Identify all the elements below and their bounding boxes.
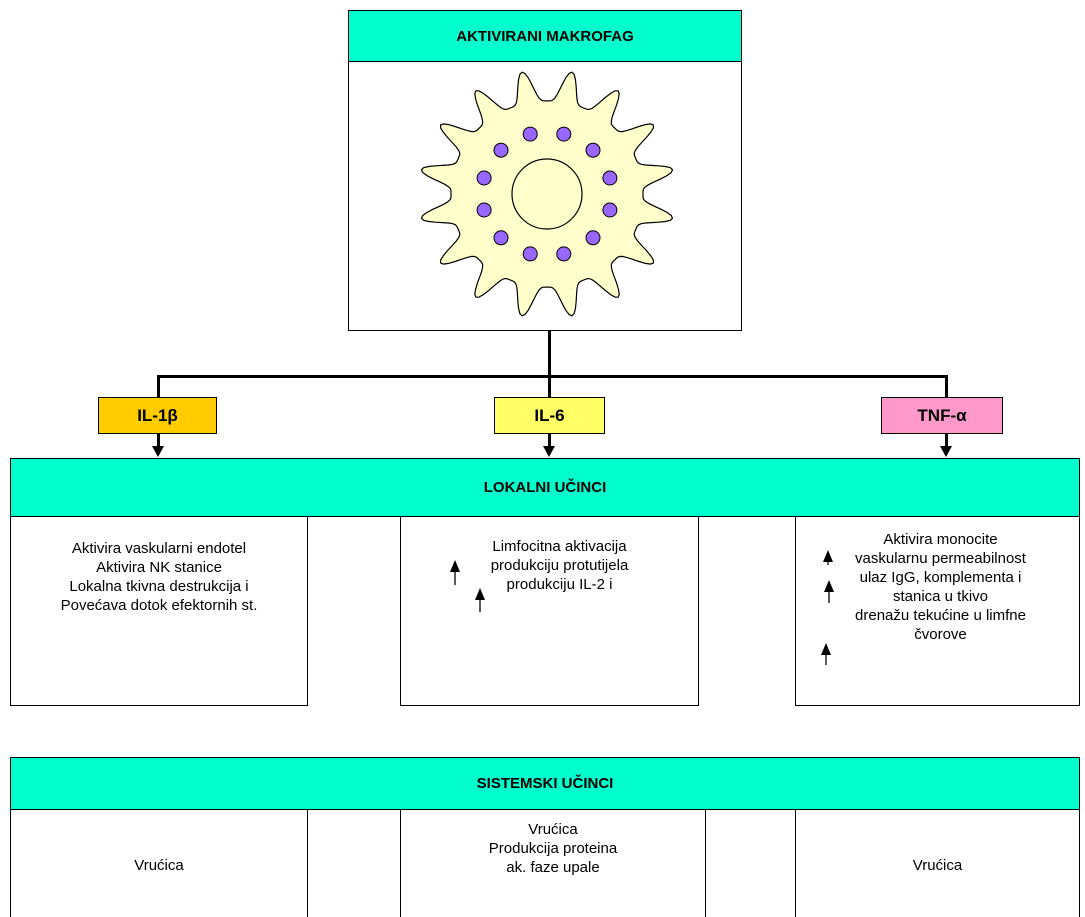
local-col2-line: Limfocitna aktivacija [492, 538, 627, 555]
macrophage-image-box [348, 61, 742, 331]
local-col1-box: Aktivira vaskularni endotel Aktivira NK … [10, 516, 308, 706]
arrow-shaft-1 [157, 434, 160, 448]
systemic-col2-box: Vrućica Produkcija proteina ak. faze upa… [400, 809, 706, 917]
granule-dot [493, 230, 509, 246]
granule-dot [522, 246, 538, 262]
local-col3-line: ulaz IgG, komplementa i [859, 569, 1022, 586]
systemic-col2-line: Vrućica [528, 821, 578, 838]
increase-arrow-icon [821, 643, 831, 665]
systemic-effects-header-text: SISTEMSKI UČINCI [476, 775, 614, 792]
macrophage-title-text: AKTIVIRANI MAKROFAG [456, 27, 634, 45]
arrow-down-2 [543, 446, 555, 457]
arrow-shaft-2 [548, 434, 551, 448]
increase-arrow-icon [823, 550, 833, 565]
connector-horizontal [157, 375, 948, 378]
cytokine-il6-label: IL-6 [534, 405, 565, 425]
arrow-down-1 [152, 446, 164, 457]
granule-dot [493, 142, 509, 158]
arrow-down-3 [940, 446, 952, 457]
connector-drop-2 [548, 375, 551, 399]
cytokine-tnf-tag: TNF-α [881, 397, 1003, 434]
connector-drop-1 [157, 375, 160, 399]
local-col1-line: Povećava dotok efektornih st. [60, 597, 258, 614]
local-col3-box: Aktivira monocite vaskularnu permeabilno… [795, 516, 1080, 706]
systemic-col3-box: Vrućica [795, 809, 1080, 917]
systemic-col2-line: ak. faze upale [506, 859, 600, 876]
systemic-col1-text: Vrućica [134, 857, 184, 874]
systemic-col3-text: Vrućica [912, 857, 963, 874]
arrow-shaft-3 [945, 434, 948, 448]
local-col2-line: produkciju IL-2 i [506, 576, 613, 593]
increase-arrow-icon [824, 580, 834, 603]
cytokine-il6-tag: IL-6 [494, 397, 605, 434]
systemic-col1-box: Vrućica [10, 809, 308, 917]
local-col3-line: stanica u tkivo [892, 588, 989, 605]
local-col2-box: Limfocitna aktivacija produkciju protuti… [400, 516, 699, 706]
systemic-effects-header: SISTEMSKI UČINCI [10, 757, 1080, 810]
macrophage-title: AKTIVIRANI MAKROFAG [348, 10, 742, 62]
local-col2-line: produkciju protutijela [490, 557, 629, 574]
granule-dot [585, 142, 601, 158]
granule-dot [585, 230, 601, 246]
local-col3-line: čvorove [914, 626, 967, 643]
local-col3-line: Aktivira monocite [883, 531, 998, 548]
granule-dot [476, 170, 492, 186]
local-col1-line: Aktivira vaskularni endotel [71, 540, 247, 557]
cytokine-il1-label: IL-1β [137, 405, 178, 425]
connector-drop-3 [945, 375, 948, 399]
connector-vertical [548, 331, 551, 377]
local-col3-line: drenažu tekućine u limfne [855, 607, 1026, 624]
macrophage-cell-icon [420, 71, 674, 317]
increase-arrow-icon [475, 588, 485, 612]
local-col1-line: Aktivira NK stanice [96, 559, 222, 576]
granule-dot [556, 126, 572, 142]
granule-dot [556, 246, 572, 262]
increase-arrow-icon [450, 560, 460, 585]
systemic-col2-line: Produkcija proteina [488, 840, 618, 857]
local-col1-line: Lokalna tkivna destrukcija i [69, 578, 249, 595]
granule-dot [602, 202, 618, 218]
granule-dot [476, 202, 492, 218]
cytokine-tnf-label: TNF-α [917, 405, 967, 425]
granule-dot [522, 126, 538, 142]
granule-dot [602, 170, 618, 186]
cytokine-il1-tag: IL-1β [98, 397, 217, 434]
local-col3-line: vaskularnu permeabilnost [855, 550, 1026, 567]
local-effects-header: LOKALNI UČINCI [10, 458, 1080, 517]
local-effects-header-text: LOKALNI UČINCI [483, 479, 607, 496]
